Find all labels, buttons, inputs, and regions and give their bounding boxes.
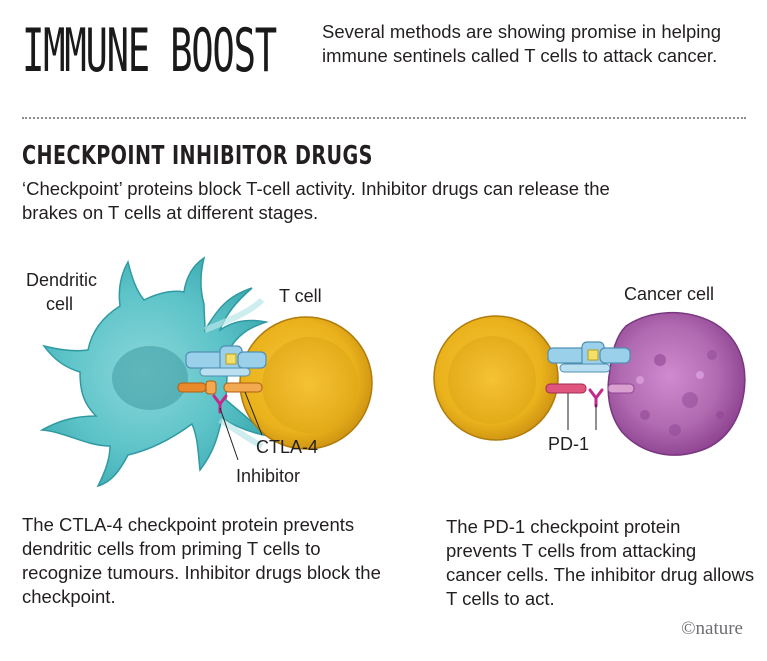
caption-ctla4: The CTLA-4 checkpoint protein prevents d… <box>22 514 381 607</box>
dendritic-cell <box>39 256 271 488</box>
inhibitor-pointer-left <box>219 407 239 461</box>
intro-text: Several methods are showing promise in h… <box>322 21 721 66</box>
section-description: ‘Checkpoint’ proteins block T-cell activ… <box>22 178 610 223</box>
label-pd1: PD-1 <box>548 434 589 454</box>
nature-credit: ©nature <box>681 618 743 639</box>
label-inhibitor: Inhibitor <box>236 466 300 486</box>
page-title: IMMUNE BOOST <box>22 16 277 86</box>
label-dendritic-cell-line1: Dendritic <box>26 270 97 290</box>
t-cell-right <box>433 315 559 441</box>
label-t-cell: T cell <box>279 286 322 306</box>
t-cell-left <box>239 316 373 450</box>
tcr-mhc-complex-right <box>547 341 631 373</box>
caption-pd1: The PD-1 checkpoint protein prevents T c… <box>446 516 755 609</box>
label-ctla4: CTLA-4 <box>256 437 318 457</box>
label-cancer-cell: Cancer cell <box>624 284 714 304</box>
label-dendritic-cell-line2: cell <box>46 294 73 314</box>
dotted-divider <box>22 117 746 119</box>
ctla4-pointer <box>244 391 263 436</box>
ctla4-complex <box>177 380 263 414</box>
label-dendritic-cell: Dendritic cell <box>26 270 102 314</box>
cancer-cell <box>607 312 746 456</box>
tcr-mhc-complex-left <box>185 345 267 377</box>
section-title: CHECKPOINT INHIBITOR DRUGS <box>22 141 373 171</box>
